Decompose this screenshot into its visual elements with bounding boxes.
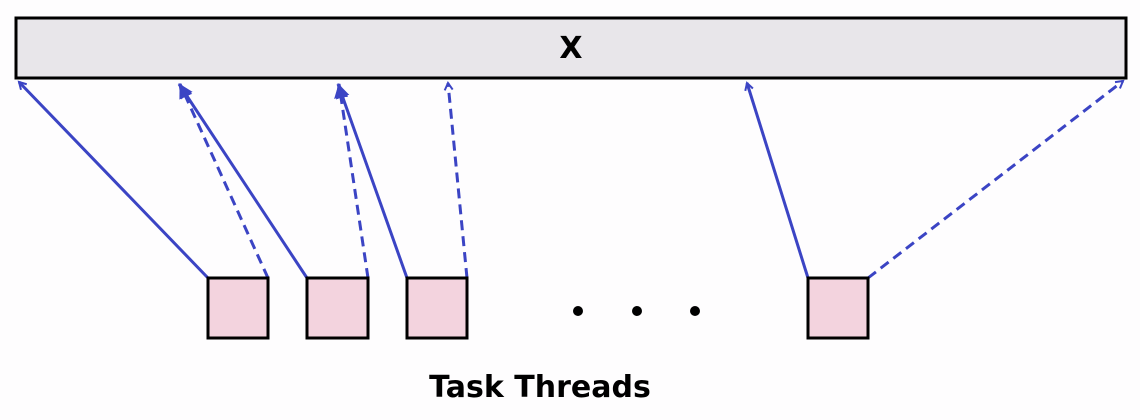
write-arrow [747,83,810,279]
shared-variable-label: X [559,31,583,66]
read-arrow [867,81,1123,280]
task-thread-box [405,276,469,340]
read-arrow [448,83,469,279]
write-arrow [19,82,210,280]
shared-variable-bar [14,16,1128,80]
task-thread-box [806,276,870,340]
task-threads-caption: Task Threads [429,370,651,405]
read-arrow [334,83,370,279]
task-thread-box [206,276,270,340]
write-arrow [177,83,309,279]
read-arrow [178,83,270,279]
ellipsis-dots [573,306,700,316]
write-arrow [336,83,409,279]
task-thread-box [305,276,370,340]
